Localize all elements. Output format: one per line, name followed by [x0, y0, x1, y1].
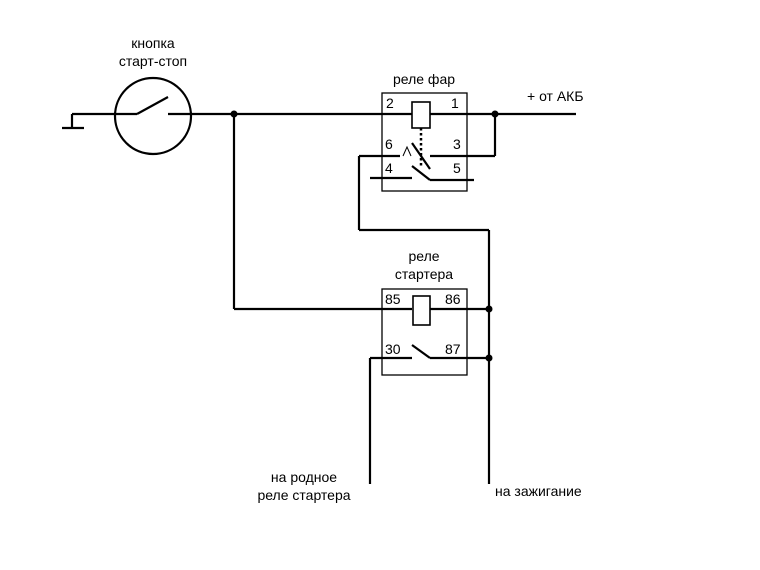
- starter-relay-label-line2: стартера: [395, 266, 453, 282]
- button-label-line2: старт-стоп: [119, 53, 187, 69]
- pin-4: 4: [385, 160, 393, 176]
- pin-30: 30: [385, 341, 401, 357]
- button-label-line1: кнопка: [131, 35, 175, 51]
- pin-1: 1: [451, 95, 459, 111]
- battery-label: + от АКБ: [527, 88, 584, 104]
- start-stop-button: [113, 76, 193, 156]
- pin-6: 6: [385, 136, 393, 152]
- pin-87: 87: [445, 341, 461, 357]
- pin-3: 3: [453, 136, 461, 152]
- starter-relay: [370, 288, 489, 376]
- main-wire: [191, 110, 576, 118]
- pin-5: 5: [453, 160, 461, 176]
- headlight-relay: [370, 92, 497, 192]
- ignition-label: на зажигание: [495, 483, 582, 499]
- pin-86: 86: [445, 291, 461, 307]
- pin-2: 2: [386, 95, 394, 111]
- pin6-wire: [357, 154, 489, 232]
- native-relay-label-line1: на родное: [271, 469, 337, 485]
- ignition-wire: [485, 230, 493, 484]
- starter-relay-label-line1: реле: [408, 248, 439, 264]
- pin-85: 85: [385, 291, 401, 307]
- ground-symbol: [62, 112, 117, 130]
- headlight-relay-label: реле фар: [393, 71, 455, 87]
- native-relay-label-line2: реле стартера: [257, 487, 350, 503]
